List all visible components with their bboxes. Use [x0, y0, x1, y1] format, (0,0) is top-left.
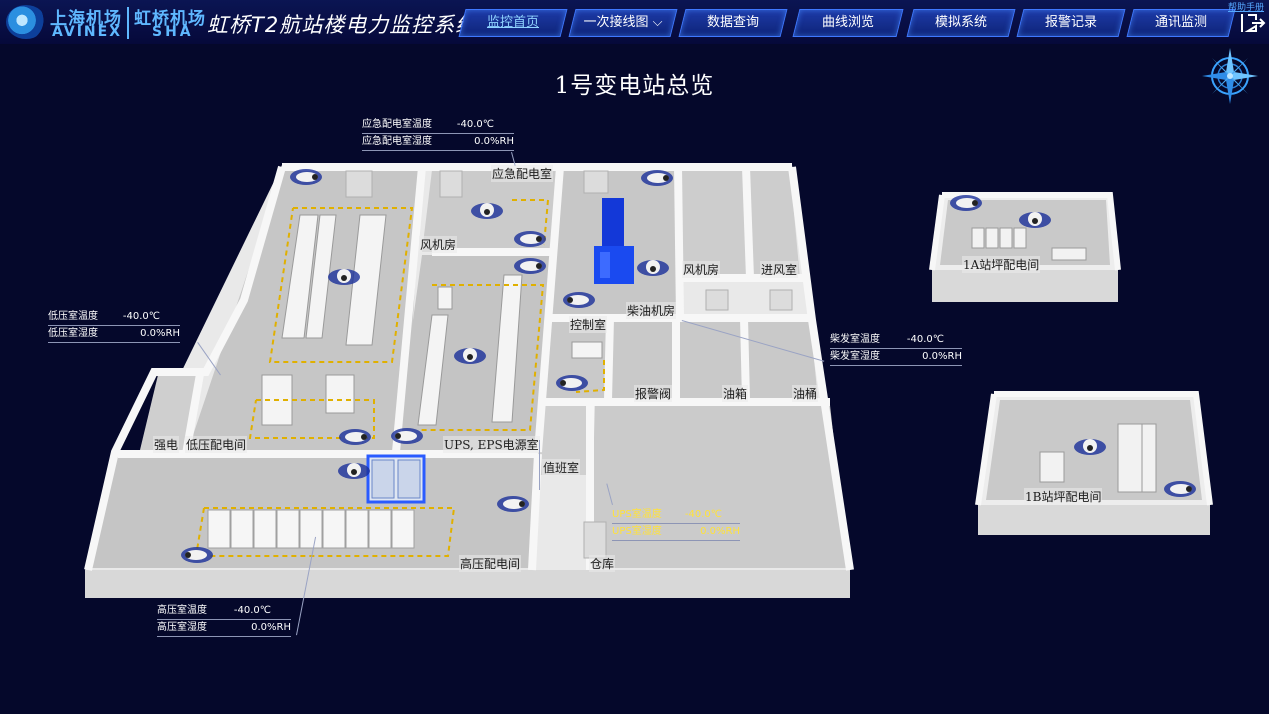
airport-logo-icon — [6, 5, 46, 39]
temperature-row: 高压室温度 -40.0℃ — [157, 603, 291, 620]
dome-camera-icon[interactable] — [453, 347, 487, 365]
logo-text-en-2: SHA — [152, 24, 194, 40]
temperature-value: -40.0℃ — [233, 605, 271, 616]
humidity-row: 应急配电室湿度 0.0%RH — [362, 134, 514, 151]
room-label-warehouse[interactable]: 仓库 — [589, 555, 616, 572]
logo-text-cn-1: 上海机场 — [50, 9, 122, 29]
system-title: 虹桥T2航站楼电力监控系统 — [207, 13, 478, 37]
diesel-room-readings: 柴发室温度 -40.0℃ 柴发室湿度 0.0%RH — [830, 332, 962, 366]
bullet-camera-icon[interactable] — [390, 427, 424, 445]
logo-text-cn-2: 虹桥机场 — [134, 9, 206, 29]
room-label-alarm-valve[interactable]: 报警阀 — [634, 385, 673, 402]
temperature-row: 柴发室温度 -40.0℃ — [830, 332, 962, 349]
room-label-air-intake[interactable]: 进风室 — [760, 261, 799, 278]
compass-icon[interactable] — [1200, 46, 1260, 106]
humidity-row: 柴发室湿度 0.0%RH — [830, 349, 962, 366]
bullet-camera-icon[interactable] — [640, 169, 674, 187]
room-label-low-voltage-room[interactable]: 低压配电间 — [185, 436, 248, 453]
airport-logo: 上海机场 AVINEX 虹桥机场 SHA — [6, 3, 206, 41]
humidity-label: 柴发室湿度 — [830, 351, 880, 362]
page-title: 1号变电站总览 — [554, 73, 715, 99]
humidity-value: 0.0%RH — [251, 622, 291, 633]
bullet-camera-icon[interactable] — [555, 374, 589, 392]
room-label-1b-site-distribution[interactable]: 1B站坪配电间 — [1024, 488, 1103, 505]
bullet-camera-icon[interactable] — [513, 257, 547, 275]
humidity-label: 应急配电室湿度 — [362, 136, 432, 147]
bullet-camera-icon[interactable] — [180, 546, 214, 564]
room-label-diesel-room[interactable]: 柴油机房 — [626, 302, 677, 319]
temperature-value: -40.0℃ — [906, 334, 944, 345]
dome-camera-icon[interactable] — [1073, 438, 1107, 456]
humidity-row: 高压室湿度 0.0%RH — [157, 620, 291, 637]
room-label-1a-site-distribution[interactable]: 1A站坪配电间 — [962, 256, 1041, 273]
dome-camera-icon[interactable] — [337, 462, 371, 480]
humidity-row: 低压室湿度 0.0%RH — [48, 326, 180, 343]
temperature-label: 低压室温度 — [48, 311, 98, 322]
humidity-value: 0.0%RH — [140, 328, 180, 339]
humidity-row: UPS室湿度 0.0%RH — [612, 524, 740, 541]
humidity-value: 0.0%RH — [474, 136, 514, 147]
room-label-emergency-distribution[interactable]: 应急配电室 — [491, 165, 554, 182]
temperature-row: UPS室温度 -40.0℃ — [612, 507, 740, 524]
temperature-label: 高压室温度 — [157, 605, 207, 616]
room-label-duty-room[interactable]: 值班室 — [542, 459, 581, 476]
room-label-oil-drum[interactable]: 油桶 — [792, 385, 819, 402]
bullet-camera-icon[interactable] — [949, 194, 983, 212]
bullet-camera-icon[interactable] — [338, 428, 372, 446]
temperature-value: -40.0℃ — [122, 311, 160, 322]
room-label-oil-tank[interactable]: 油箱 — [722, 385, 749, 402]
temperature-row: 低压室温度 -40.0℃ — [48, 309, 180, 326]
humidity-label: 高压室湿度 — [157, 622, 207, 633]
bullet-camera-icon[interactable] — [289, 168, 323, 186]
room-label-fan-room-2[interactable]: 风机房 — [682, 261, 721, 278]
room-label-fan-room-1[interactable]: 风机房 — [419, 236, 458, 253]
bullet-camera-icon[interactable] — [562, 291, 596, 309]
bullet-camera-icon[interactable] — [513, 230, 547, 248]
temperature-row: 应急配电室温度 -40.0℃ — [362, 117, 514, 134]
temperature-label: 应急配电室温度 — [362, 119, 432, 130]
dome-camera-icon[interactable] — [1018, 211, 1052, 229]
bullet-camera-icon[interactable] — [496, 495, 530, 513]
help-manual-link[interactable]: 帮助手册 — [1228, 3, 1265, 13]
dome-camera-icon[interactable] — [636, 259, 670, 277]
ups-room-readings: UPS室温度 -40.0℃ UPS室湿度 0.0%RH — [612, 507, 740, 541]
dome-camera-icon[interactable] — [470, 202, 504, 220]
room-label-control-room[interactable]: 控制室 — [569, 316, 608, 333]
temperature-value: -40.0℃ — [456, 119, 494, 130]
bullet-camera-icon[interactable] — [1163, 480, 1197, 498]
app-header: 上海机场 AVINEX 虹桥机场 SHA 虹桥T2航站楼电力监控系统 监控首页 … — [0, 0, 1269, 44]
room-label-high-voltage-room[interactable]: 高压配电间 — [459, 555, 522, 572]
logo-text-en-1: AVINEX — [52, 24, 123, 40]
humidity-label: 低压室湿度 — [48, 328, 98, 339]
dome-camera-icon[interactable] — [327, 268, 361, 286]
room-label-strong-current[interactable]: 强电 — [153, 436, 180, 453]
exit-icon[interactable] — [1240, 12, 1266, 34]
humidity-value: 0.0%RH — [700, 526, 740, 537]
humidity-value: 0.0%RH — [922, 351, 962, 362]
reading-leader-line — [539, 440, 540, 490]
temperature-value: -40.0℃ — [684, 509, 722, 520]
temperature-label: 柴发室温度 — [830, 334, 880, 345]
humidity-label: UPS室湿度 — [612, 526, 662, 537]
room-label-ups-eps-room[interactable]: UPS, EPS电源室 — [443, 436, 540, 453]
logo-divider — [127, 7, 129, 39]
low-voltage-room-readings: 低压室温度 -40.0℃ 低压室湿度 0.0%RH — [48, 309, 180, 343]
high-voltage-room-readings: 高压室温度 -40.0℃ 高压室湿度 0.0%RH — [157, 603, 291, 637]
temperature-label: UPS室温度 — [612, 509, 662, 520]
emergency-room-readings: 应急配电室温度 -40.0℃ 应急配电室湿度 0.0%RH — [362, 117, 514, 151]
